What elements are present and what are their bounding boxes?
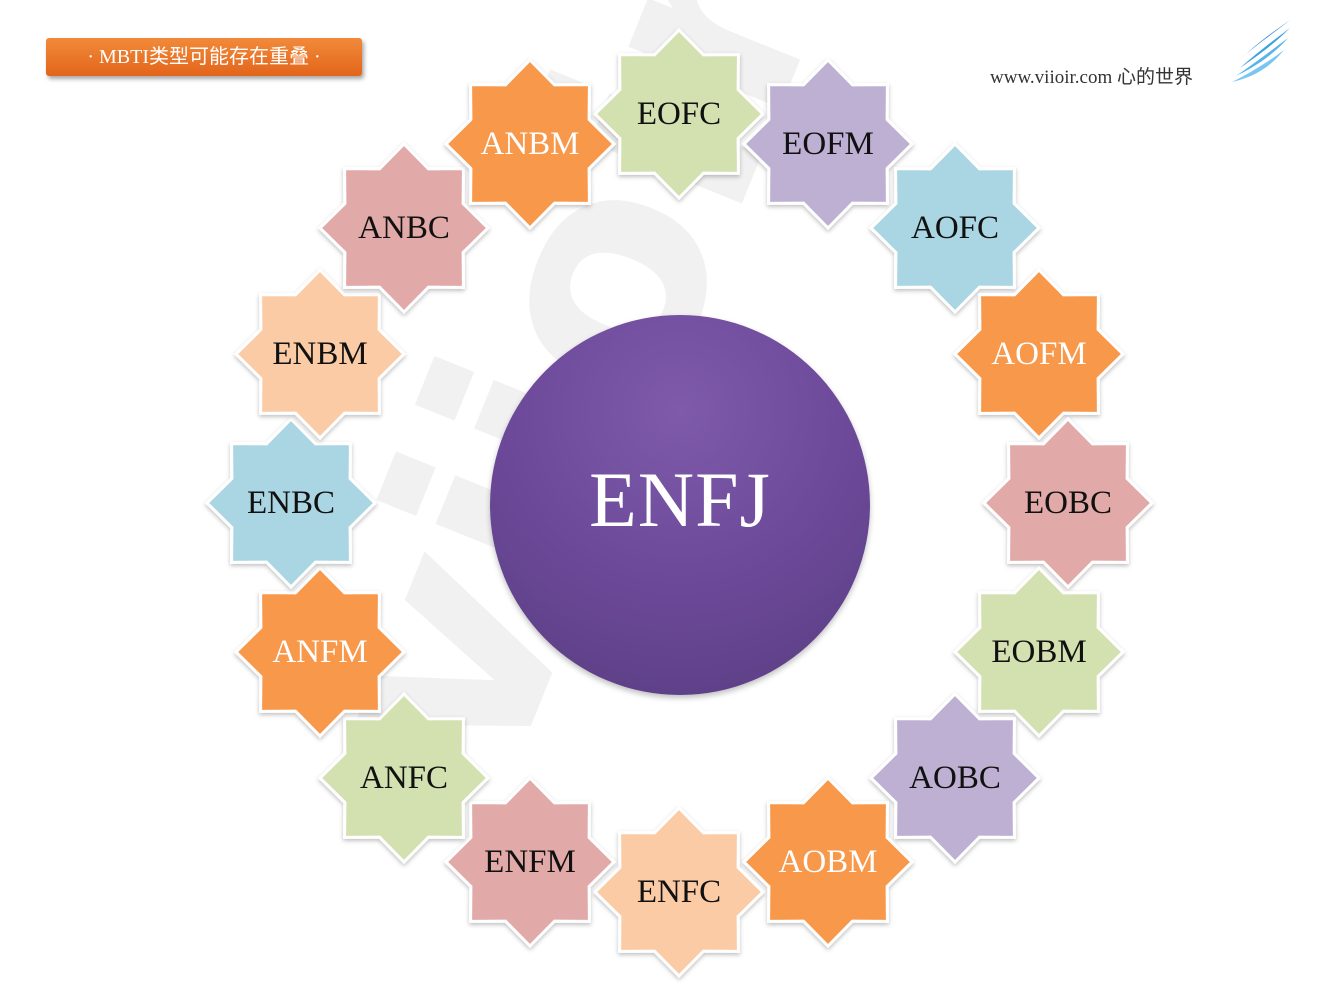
star-eobm: [952, 565, 1126, 739]
star-eofc: [592, 27, 766, 201]
star-enbc: [204, 416, 378, 590]
star-aobc: [868, 691, 1042, 865]
star-anfm: [233, 565, 407, 739]
star-anbm: [443, 57, 617, 231]
star-label-eobc: EOBC: [1023, 485, 1112, 521]
slide-title: · MBTI类型可能存在重叠 ·: [46, 38, 362, 76]
center-circle: [490, 315, 870, 695]
star-label-aobc: AOBC: [909, 760, 1001, 796]
star-aofc: [868, 141, 1042, 315]
star-label-aofc: AOFC: [910, 210, 1000, 246]
star-enfc: [592, 805, 766, 979]
star-label-aofm: AOFM: [991, 336, 1087, 372]
star-label-eofm: EOFM: [782, 126, 874, 162]
star-label-anfc: ANFC: [359, 760, 449, 796]
star-eofm: [741, 57, 915, 231]
star-label-eobm: EOBM: [991, 634, 1087, 670]
star-enbm: [233, 267, 407, 441]
center-label: ENFJ: [589, 456, 771, 543]
star-label-enbc: ENBC: [246, 485, 335, 521]
star-label-enfc: ENFC: [636, 874, 722, 910]
star-label-enfm: ENFM: [484, 844, 576, 880]
star-label-anfm: ANFM: [272, 634, 368, 670]
star-label-enbm: ENBM: [272, 336, 368, 372]
brand-text: www.viioir.com 心的世界: [990, 67, 1194, 88]
star-anfc: [317, 691, 491, 865]
star-aofm: [952, 267, 1126, 441]
wing-logo-icon: [1232, 20, 1290, 82]
star-enfm: [443, 775, 617, 949]
star-anbc: [317, 141, 491, 315]
star-label-aobm: AOBM: [778, 844, 878, 880]
star-label-anbc: ANBC: [358, 210, 450, 246]
star-eobc: [981, 416, 1155, 590]
star-label-eofc: EOFC: [636, 96, 722, 132]
star-aobm: [741, 775, 915, 949]
star-label-anbm: ANBM: [480, 126, 580, 162]
